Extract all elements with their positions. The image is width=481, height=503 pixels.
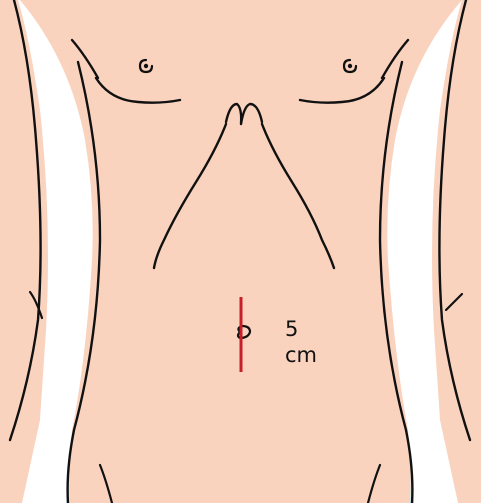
torso-body [20, 0, 462, 503]
measurement-label: 5 cm [285, 316, 345, 368]
measurement-unit: cm [285, 342, 345, 368]
measurement-value: 5 [285, 316, 345, 342]
